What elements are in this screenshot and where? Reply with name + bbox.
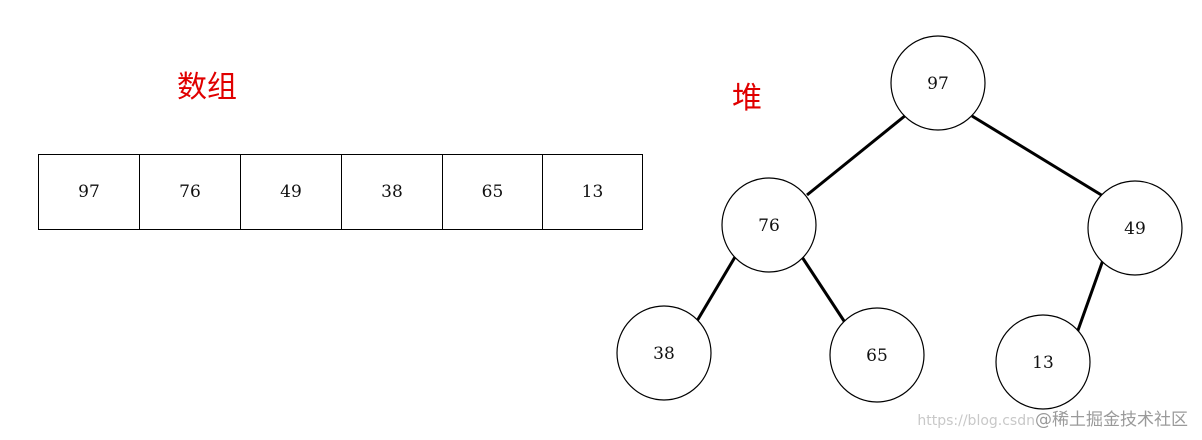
heap-node-label: 13 [1032, 353, 1054, 373]
heap-node: 65 [829, 307, 925, 403]
heap-edge [800, 256, 848, 325]
heap-node: 76 [721, 177, 817, 273]
watermark-brand: @稀土掘金技术社区 [1035, 410, 1188, 430]
heap-node-circle [1087, 180, 1183, 276]
heap-node-label: 76 [758, 216, 780, 236]
heap-node-label: 49 [1124, 219, 1146, 239]
heap-edge [695, 256, 737, 322]
heap-edge [1075, 259, 1105, 334]
heap-edge [971, 114, 1104, 198]
array-cell: 13 [542, 154, 643, 230]
heap-node: 49 [1087, 180, 1183, 276]
heap-node: 38 [616, 305, 712, 401]
heap-edges [695, 113, 1105, 334]
heap-node-circle [995, 314, 1091, 410]
heap-node-label: 38 [653, 344, 675, 364]
heap-edge [806, 113, 907, 197]
watermark: https://blog.csdn@稀土掘金技术社区 [917, 405, 1188, 430]
heap-node: 13 [995, 314, 1091, 410]
heap-caption: 堆 [732, 81, 762, 116]
heap-node-circle [721, 177, 817, 273]
heap-node-circle [616, 305, 712, 401]
heap-node-label: 65 [866, 346, 888, 366]
watermark-url: https://blog.csdn [917, 413, 1035, 429]
heap-node-circle [829, 307, 925, 403]
array-caption: 数组 [177, 70, 237, 105]
heap-node-label: 97 [927, 74, 949, 94]
heap-node: 97 [890, 35, 986, 131]
heap-node-circle [890, 35, 986, 131]
